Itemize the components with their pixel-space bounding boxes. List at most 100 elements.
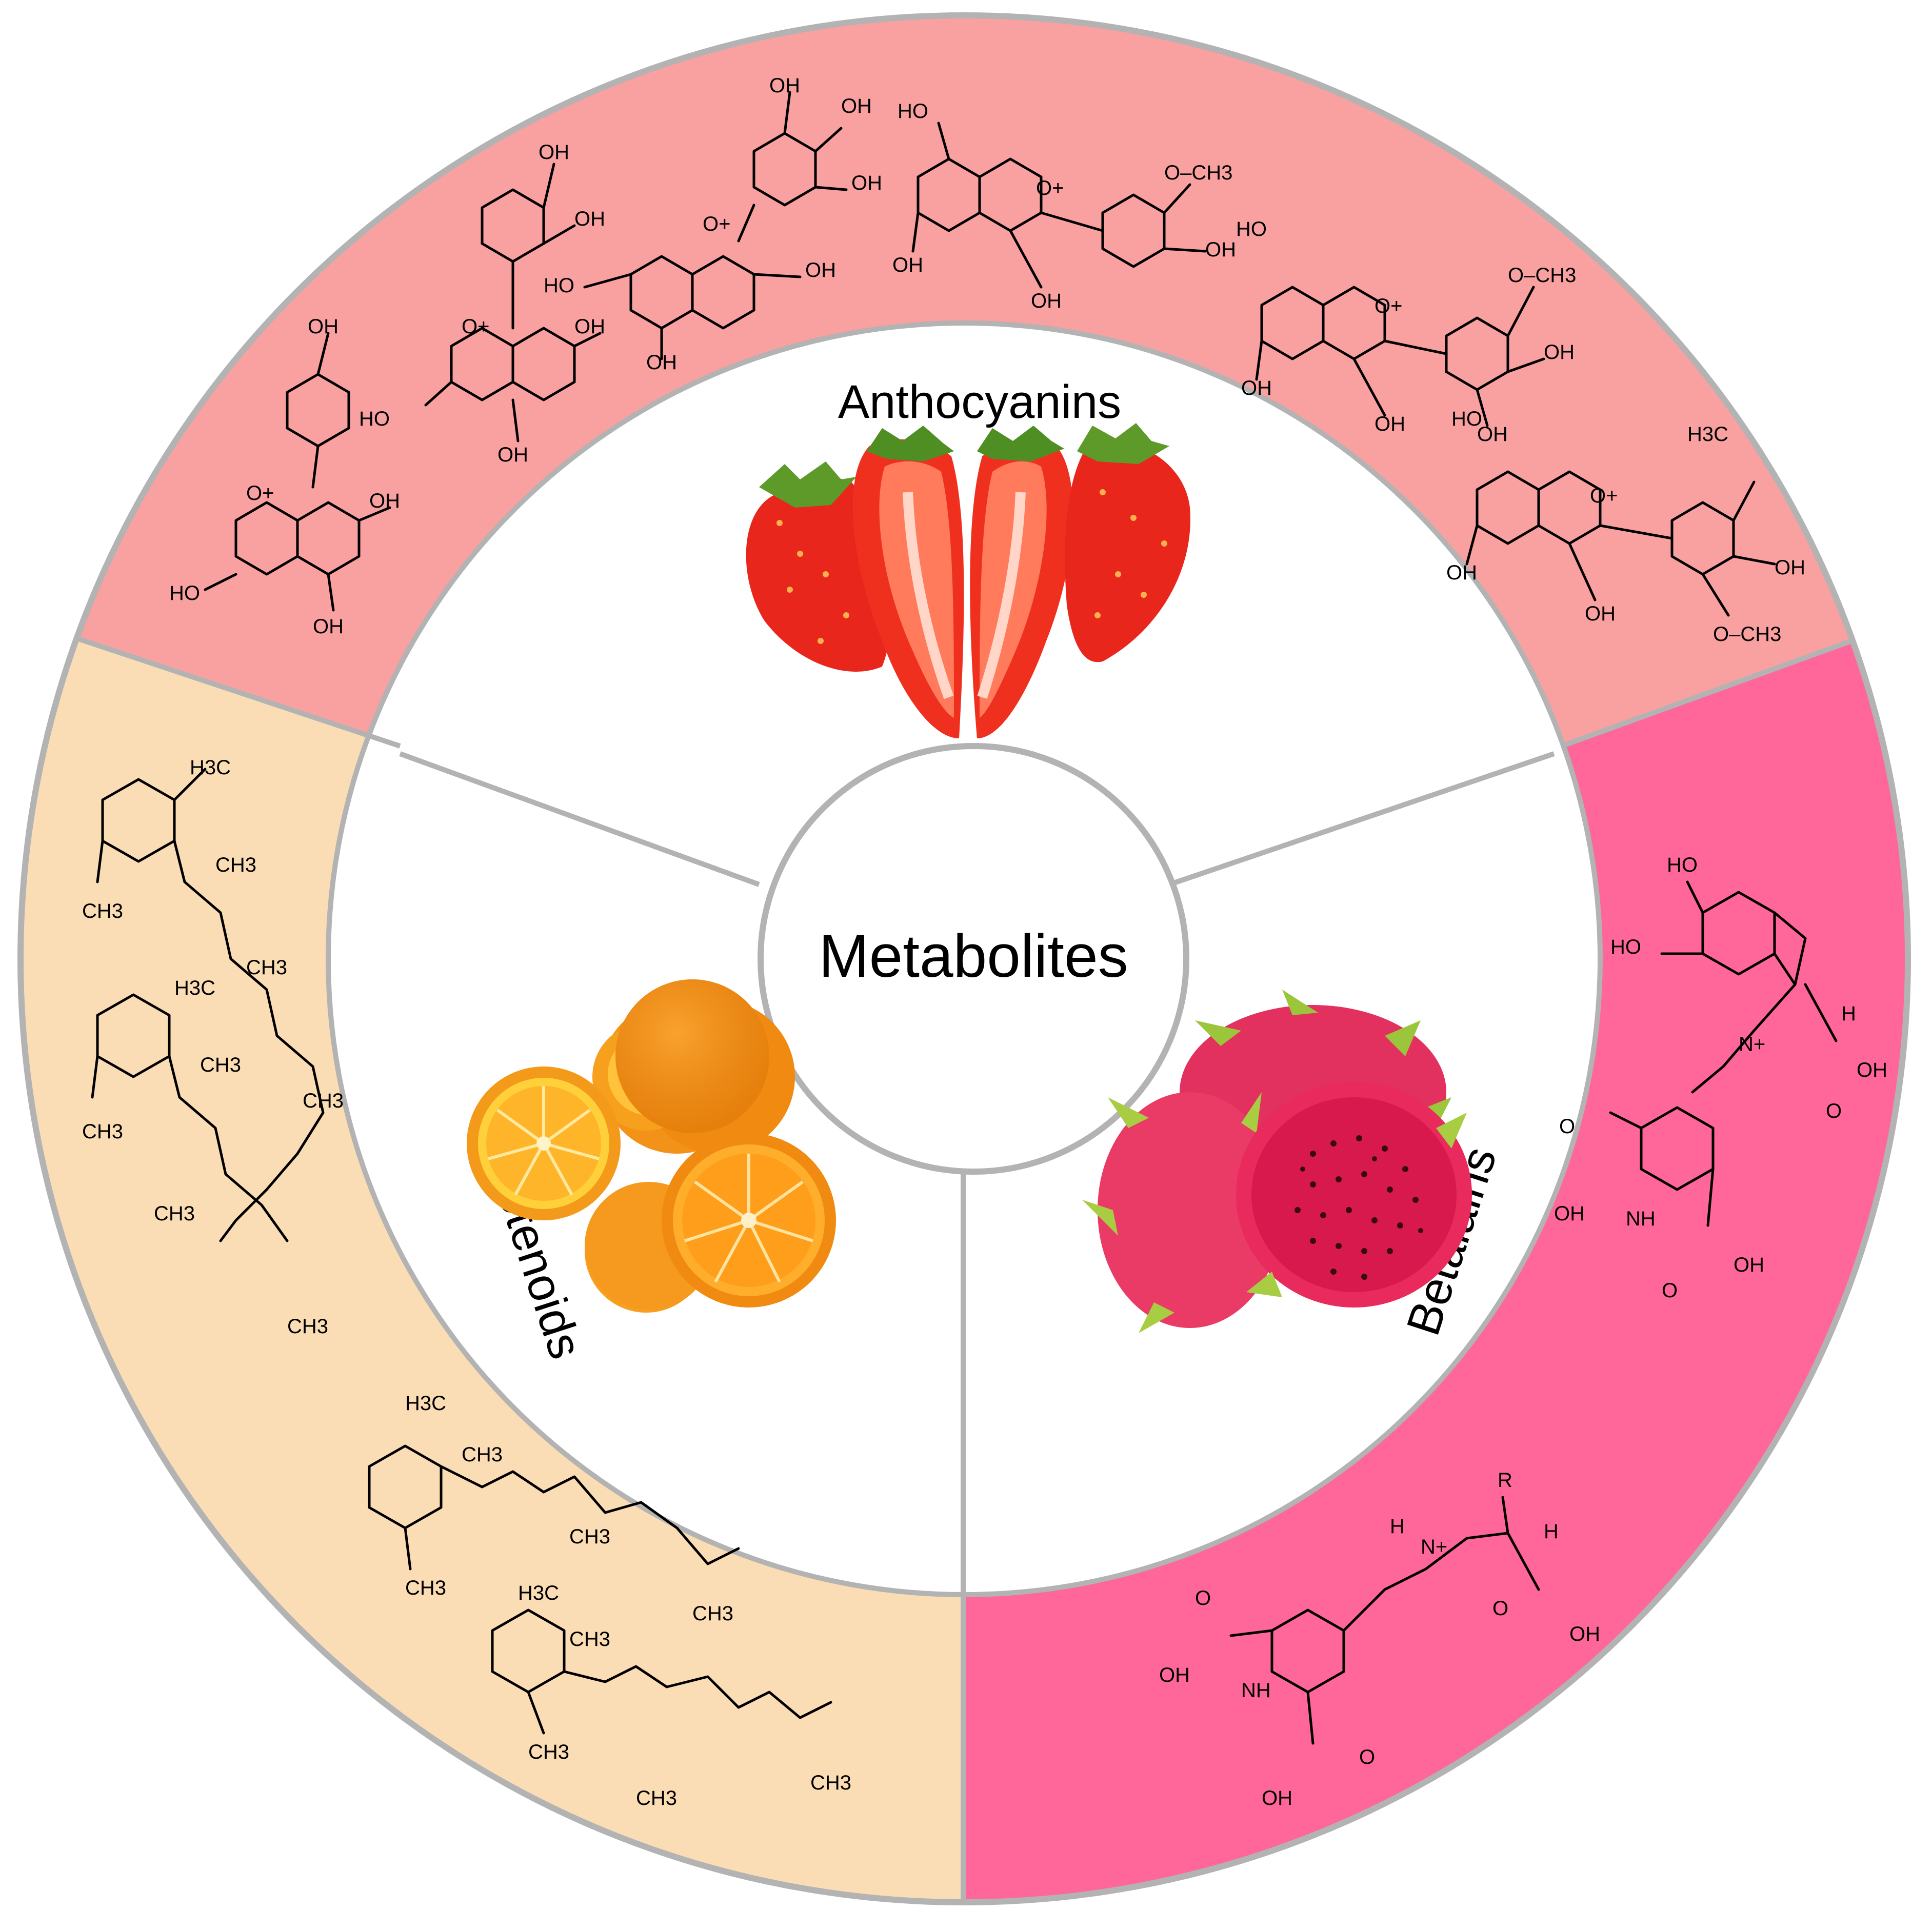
- anthocyanin-labels: OH OH HO OH O+ OH OH OH HO OH O+ OH OH O…: [169, 74, 1805, 646]
- atom-label: H: [1390, 1515, 1405, 1538]
- atom-label: HO: [1236, 218, 1267, 240]
- atom-label: OH: [574, 208, 605, 230]
- atom-label: OH: [1734, 1254, 1764, 1276]
- atom-label: CH3: [636, 1787, 677, 1809]
- atom-label: OH: [539, 141, 569, 164]
- betalain-labels: HO HO H N+ OH O O OH NH OH O R H N+ H O …: [1159, 854, 1887, 1809]
- betalain-structures: [1229, 880, 1838, 1745]
- atom-label: OH: [841, 95, 872, 117]
- atom-label: O+: [703, 213, 730, 235]
- strawberry-image: [746, 423, 1190, 738]
- atom-label: H3C: [190, 756, 231, 779]
- sector-dividers: [76, 636, 1853, 1902]
- atom-label: OH: [1159, 1664, 1190, 1686]
- atom-label: OH: [851, 172, 882, 194]
- atom-label: N+: [1739, 1033, 1765, 1056]
- atom-label: O–CH3: [1713, 623, 1781, 646]
- atom-label: O+: [246, 482, 274, 505]
- atom-label: HO: [1451, 408, 1482, 430]
- atom-label: OH: [1857, 1059, 1887, 1081]
- structure-betanidin: [1609, 880, 1838, 1227]
- atom-label: O+: [1590, 485, 1618, 507]
- atom-label: HO: [1667, 854, 1698, 876]
- atom-label: O–CH3: [1164, 162, 1232, 184]
- structure-carotenoid-4: [491, 1608, 832, 1735]
- atom-label: O+: [1375, 295, 1402, 317]
- atom-label: HO: [359, 408, 390, 430]
- atom-label: HO: [1610, 936, 1641, 958]
- atom-label: OH: [369, 490, 400, 512]
- atom-label: OH: [646, 351, 677, 374]
- atom-label: HO: [169, 582, 200, 605]
- atom-label: CH3: [246, 956, 287, 979]
- atom-label: OH: [497, 444, 528, 466]
- atom-label: O: [1195, 1587, 1211, 1610]
- structure-delphinidin: [583, 91, 848, 360]
- atom-label: CH3: [82, 1120, 123, 1143]
- atom-label: O: [1559, 1115, 1575, 1138]
- atom-label: OH: [1775, 556, 1805, 579]
- atom-label: O+: [1036, 177, 1064, 199]
- structure-peonidin: [911, 122, 1207, 289]
- atom-label: H3C: [1687, 423, 1728, 446]
- carotenoid-structures: [91, 768, 832, 1735]
- atom-label: OH: [1241, 377, 1272, 399]
- structure-carotenoid-1: [96, 768, 325, 1242]
- sector-label-anthocyanins: Anthocyanins: [838, 376, 1121, 428]
- atom-label: NH: [1626, 1208, 1656, 1230]
- atom-label: HO: [544, 274, 574, 297]
- atom-label: OH: [892, 254, 923, 276]
- sector-carotenoids: [21, 638, 962, 1902]
- atom-label: OH: [769, 74, 800, 97]
- atom-label: CH3: [692, 1602, 733, 1625]
- atom-label: H3C: [518, 1582, 559, 1604]
- atom-label: OH: [805, 259, 836, 281]
- atom-label: CH3: [569, 1628, 610, 1651]
- atom-label: O+: [462, 315, 489, 338]
- atom-label: OH: [1031, 290, 1062, 312]
- atom-label: OH: [1262, 1787, 1292, 1809]
- atom-label: CH3: [303, 1090, 344, 1112]
- structure-betaxanthin: [1229, 1496, 1540, 1745]
- atom-label: O: [1492, 1597, 1508, 1620]
- atom-label: N+: [1421, 1536, 1447, 1558]
- atom-label: H: [1544, 1520, 1559, 1543]
- atom-label: CH3: [154, 1202, 195, 1225]
- atom-label: OH: [308, 315, 338, 338]
- structure-pelargonidin: [204, 332, 391, 612]
- carotenoid-labels: H3C CH3 CH3 CH3 H3C CH3 CH3 CH3 CH3 CH3 …: [82, 756, 851, 1809]
- atom-label: H: [1841, 1002, 1856, 1025]
- atom-label: CH3: [82, 900, 123, 922]
- atom-label: H3C: [405, 1392, 446, 1415]
- atom-label: OH: [574, 315, 605, 338]
- atom-label: O: [1826, 1100, 1842, 1122]
- orange-draw: [467, 979, 836, 1310]
- atom-label: CH3: [462, 1443, 503, 1466]
- atom-label: O: [1359, 1746, 1375, 1768]
- structure-petunidin: [1255, 286, 1545, 427]
- structure-cyanidin: [424, 163, 602, 442]
- atom-label: O: [1662, 1279, 1678, 1302]
- atom-label: O–CH3: [1508, 264, 1576, 287]
- atom-label: OH: [1569, 1623, 1600, 1645]
- atom-label: CH3: [810, 1772, 851, 1794]
- structure-carotenoid-3: [368, 1444, 740, 1571]
- atom-label: OH: [1554, 1202, 1585, 1225]
- dragon-fruit-image: [1082, 990, 1472, 1333]
- center-label: Metabolites: [819, 922, 1128, 990]
- atom-label: CH3: [215, 854, 256, 876]
- atom-label: CH3: [528, 1741, 569, 1763]
- atom-label: CH3: [569, 1525, 610, 1548]
- atom-label: CH3: [405, 1577, 446, 1599]
- atom-label: R: [1498, 1469, 1512, 1492]
- atom-label: OH: [1375, 413, 1405, 435]
- atom-label: NH: [1241, 1679, 1271, 1702]
- structure-carotenoid-2: [91, 993, 289, 1242]
- sector-betalains: [964, 641, 1907, 1902]
- anthocyanin-structures: [204, 91, 1776, 617]
- atom-label: HO: [898, 100, 928, 123]
- center-circle: [758, 743, 1189, 1175]
- atom-label: OH: [1205, 238, 1236, 261]
- atom-label: CH3: [287, 1315, 328, 1338]
